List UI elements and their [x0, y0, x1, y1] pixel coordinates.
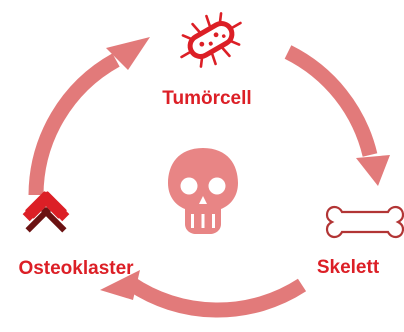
arrow-head-osteoclast-to-tumor: [106, 37, 150, 70]
cycle-arrows: [28, 37, 390, 318]
bacteria-icon: [180, 12, 242, 68]
skeleton-label: Skelett: [317, 257, 380, 278]
arrow-skeleton-to-osteoclast: [125, 276, 307, 318]
arrow-osteoclast-to-tumor: [28, 53, 120, 196]
arrow-head-tumor-to-skeleton: [356, 155, 390, 186]
osteoclast-label: Osteoklaster: [18, 258, 134, 279]
hammers-icon: [22, 191, 70, 233]
arrow-tumor-to-skeleton: [284, 45, 378, 157]
arrow-head-skeleton-to-osteoclast: [100, 270, 140, 300]
tumor-cell-label: Tumörcell: [162, 88, 251, 109]
skull-icon: [168, 148, 238, 234]
bone-icon: [325, 205, 404, 239]
